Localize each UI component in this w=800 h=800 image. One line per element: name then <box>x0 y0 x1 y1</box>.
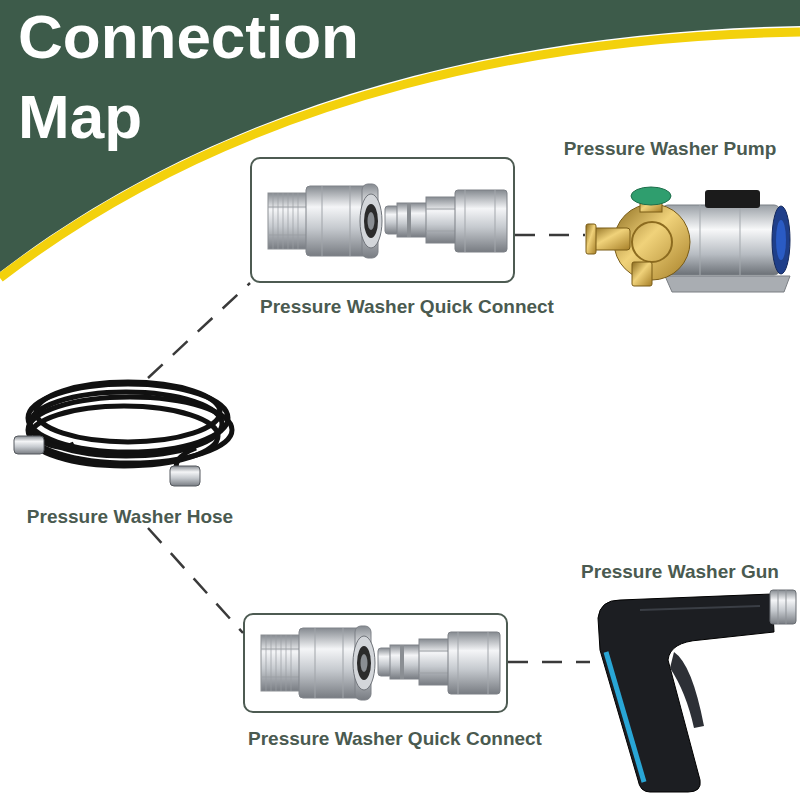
pump-illustration <box>776 220 786 260</box>
hose-illustration <box>40 440 74 447</box>
diagram-title: Connection Map <box>18 0 398 157</box>
dashed-connector <box>148 283 250 378</box>
hose-illustration <box>14 436 44 454</box>
component-label: Pressure Washer Gun <box>550 560 800 584</box>
gun-illustration <box>606 652 644 782</box>
dashed-connector <box>515 234 585 237</box>
pump-component: Pressure Washer Pump <box>585 185 790 290</box>
gun-illustration <box>770 590 796 624</box>
dashed-connector <box>148 528 243 633</box>
pump-illustration <box>700 205 701 275</box>
gun-illustration <box>670 652 704 728</box>
fitting-box: Pressure Washer Quick Connect <box>243 613 508 713</box>
quick-connect-fittings <box>268 184 507 258</box>
hose-illustration <box>36 382 220 442</box>
gun-illustration <box>786 590 787 624</box>
pump-illustration <box>586 187 790 292</box>
pump-illustration <box>632 222 672 262</box>
gun-illustration <box>640 606 760 610</box>
pump-illustration <box>665 276 790 292</box>
hose-illustration <box>14 382 232 486</box>
quick-connect-fittings <box>261 626 500 700</box>
gun-illustration <box>598 590 796 792</box>
pump-illustration <box>631 187 671 205</box>
gun-illustration <box>598 594 774 792</box>
pump-illustration <box>772 206 790 274</box>
hose-illustration <box>170 466 200 486</box>
fitting-box: Pressure Washer Quick Connect <box>250 157 515 283</box>
pump-illustration <box>705 190 760 208</box>
component-label: Pressure Washer Quick Connect <box>195 727 595 751</box>
hose-component: Pressure Washer Hose <box>5 378 255 528</box>
component-label: Pressure Washer Pump <box>535 137 800 161</box>
component-label: Pressure Washer Quick Connect <box>207 295 607 319</box>
pump-illustration <box>740 205 741 275</box>
component-label: Pressure Washer Hose <box>5 505 255 529</box>
pump-illustration <box>586 224 596 254</box>
gun-component: Pressure Washer Gun <box>590 590 795 790</box>
gun-illustration <box>778 590 779 624</box>
dashed-connector <box>508 661 590 664</box>
pump-illustration <box>632 262 652 286</box>
